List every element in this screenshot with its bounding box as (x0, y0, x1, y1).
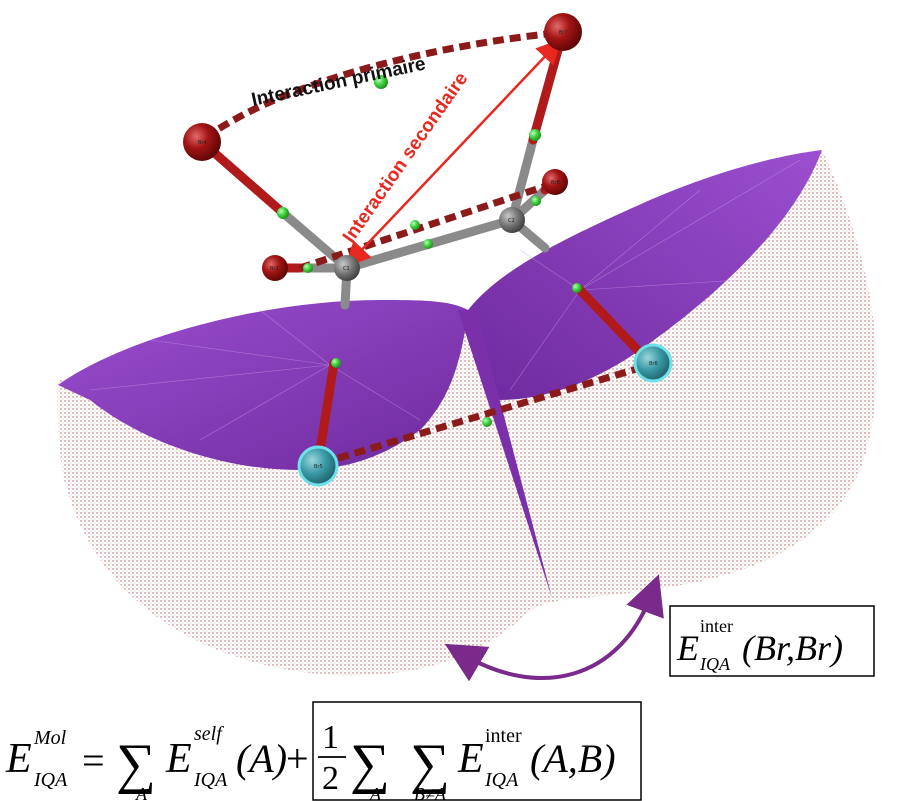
primary-interaction-label: Interaction primaire (250, 53, 428, 110)
secondary-dashed-bottom (320, 361, 652, 467)
svg-text:C2: C2 (508, 218, 515, 224)
svg-text:=: = (82, 738, 105, 783)
svg-text:A: A (135, 784, 148, 801)
purple-spike (458, 310, 552, 598)
purple-surface-right (468, 150, 822, 400)
svg-text:∑: ∑ (350, 733, 390, 795)
curved-arrow (444, 574, 664, 682)
svg-text:E: E (5, 736, 32, 782)
svg-text:2: 2 (322, 760, 339, 797)
cyan-atom-br5: Br5 (297, 445, 339, 487)
svg-text:(A,B): (A,B) (530, 736, 616, 781)
bromine-atom-br3: Br3 (262, 255, 288, 281)
carbon-atom-c2: C2 (499, 207, 525, 233)
purple-surface-left (58, 300, 468, 470)
svg-text:IQA: IQA (33, 769, 68, 791)
bromine-atom-br8: Br8 (542, 169, 568, 195)
svg-text:inter: inter (485, 725, 522, 747)
svg-text:Br4: Br4 (198, 140, 207, 146)
svg-text:IQA: IQA (699, 654, 731, 674)
critical-points (277, 75, 582, 427)
svg-text:Br6: Br6 (649, 361, 658, 367)
svg-text:Br5: Br5 (314, 464, 323, 470)
svg-text:1: 1 (322, 719, 339, 756)
svg-text:E: E (457, 736, 484, 782)
iqa-equation: E Mol IQA = ∑ A E self IQA (A) + 1 2 ∑ A… (5, 701, 642, 801)
cyan-atom-br6: Br6 (633, 343, 673, 383)
carbon-atom-c1: C1 (334, 255, 360, 281)
svg-text:E: E (676, 628, 699, 668)
svg-text:(Br,Br): (Br,Br) (742, 628, 843, 668)
secondary-interaction-arrow (345, 38, 562, 268)
svg-text:self: self (194, 723, 224, 745)
svg-text:∑: ∑ (116, 733, 156, 795)
svg-text:IQA: IQA (484, 769, 519, 791)
svg-text:inter: inter (700, 616, 733, 636)
bromine-atom-br4: Br4 (183, 123, 221, 161)
svg-text:E: E (165, 736, 192, 782)
svg-text:C1: C1 (343, 266, 350, 272)
svg-text:+: + (286, 736, 309, 781)
svg-text:A: A (369, 784, 382, 801)
svg-text:Br8: Br8 (551, 180, 560, 186)
svg-text:B≠A: B≠A (414, 784, 447, 801)
svg-text:Br3: Br3 (270, 266, 279, 272)
svg-text:IQA: IQA (193, 769, 228, 791)
svg-text:(A): (A) (236, 736, 287, 781)
svg-text:Mol: Mol (33, 727, 67, 749)
svg-text:∑: ∑ (410, 733, 450, 795)
formula-box-br-br: E inter IQA (Br,Br) (669, 605, 875, 677)
bromine-atom-br7: Br7 (544, 13, 582, 51)
svg-text:Br7: Br7 (559, 30, 568, 36)
